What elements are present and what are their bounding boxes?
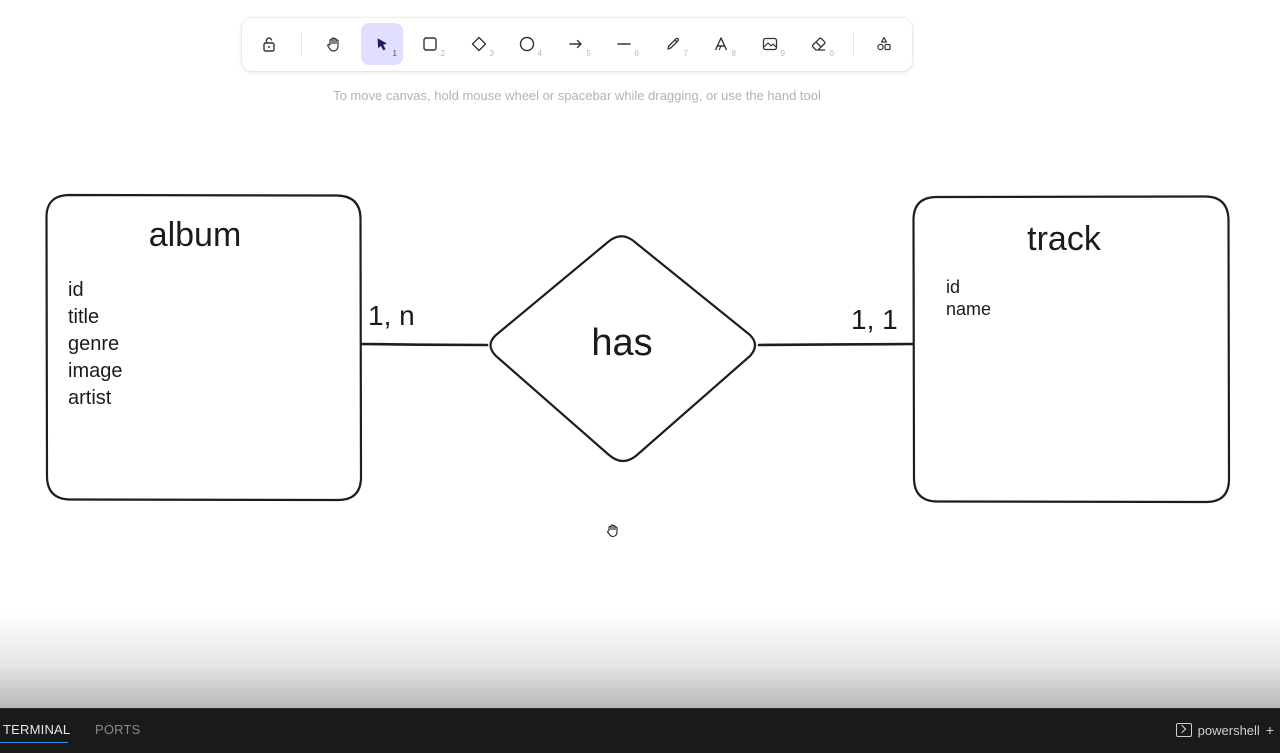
entity-title: track <box>1027 220 1102 258</box>
shortcut-key: 8 <box>731 49 736 58</box>
more-shapes-button[interactable] <box>863 23 905 65</box>
cardinality-right[interactable]: 1, 1 <box>851 304 898 335</box>
entity-track[interactable]: track id name <box>912 195 1231 504</box>
lock-tool-button[interactable] <box>248 23 290 65</box>
rectangle-icon <box>423 37 437 51</box>
entity-field: genre <box>68 333 119 355</box>
entity-field: id <box>68 279 84 301</box>
cardinality-left[interactable]: 1, n <box>368 300 415 331</box>
shortcut-key: 4 <box>537 49 542 58</box>
shortcut-key: 9 <box>780 49 785 58</box>
connector-line-right[interactable] <box>757 342 915 347</box>
shortcut-key: 6 <box>634 49 639 58</box>
entity-album[interactable]: album id title genre image artist <box>45 193 363 502</box>
text-icon <box>714 37 728 51</box>
entity-field: image <box>68 360 122 382</box>
add-icon[interactable]: + <box>1265 722 1274 738</box>
circle-icon <box>519 36 535 52</box>
image-icon <box>762 37 778 51</box>
terminal-profile[interactable]: powershell + <box>1175 722 1274 738</box>
shortcut-key: 3 <box>489 49 494 58</box>
terminal-shell-label: powershell <box>1197 722 1260 738</box>
draw-tool-button[interactable]: 7 <box>652 23 694 65</box>
entity-field: artist <box>68 387 112 409</box>
line-icon <box>617 43 631 45</box>
entity-field: name <box>946 299 991 319</box>
terminal-icon <box>1175 723 1192 737</box>
image-tool-button[interactable]: 9 <box>749 23 791 65</box>
active-tab-indicator <box>0 742 68 743</box>
arrow-right-icon <box>569 39 582 49</box>
entity-field: id <box>946 277 960 297</box>
shortcut-key: 5 <box>586 49 591 58</box>
tab-ports[interactable]: PORTS <box>95 722 141 737</box>
toolbar-divider <box>853 32 854 56</box>
toolbar-divider <box>301 32 302 56</box>
diamond-tool-button[interactable]: 3 <box>458 23 500 65</box>
entity-field: title <box>68 306 99 328</box>
shortcut-key: 1 <box>392 49 397 58</box>
ellipse-tool-button[interactable]: 4 <box>506 23 548 65</box>
hand-tool-button[interactable] <box>313 23 355 65</box>
shapes-icon <box>877 36 891 51</box>
hand-cursor-icon <box>607 524 618 538</box>
shape-toolbar: 1 2 3 4 5 6 7 <box>242 18 912 71</box>
eraser-tool-button[interactable]: 0 <box>798 23 840 65</box>
shortcut-key: 7 <box>683 49 688 58</box>
canvas-fade-overlay <box>0 612 1280 708</box>
rectangle-tool-button[interactable]: 2 <box>409 23 451 65</box>
diagram-canvas[interactable]: album id title genre image artist has tr… <box>0 0 1280 620</box>
selection-tool-button[interactable]: 1 <box>361 23 403 65</box>
shortcut-key: 2 <box>440 49 445 58</box>
diamond-icon <box>471 36 487 52</box>
tab-terminal[interactable]: TERMINAL <box>3 722 71 737</box>
relationship-label: has <box>591 322 652 364</box>
bottom-panel: TERMINAL PORTS powershell + <box>0 708 1280 753</box>
text-tool-button[interactable]: 8 <box>700 23 742 65</box>
lock-open-icon <box>263 37 275 52</box>
line-tool-button[interactable]: 6 <box>603 23 645 65</box>
canvas-hint: To move canvas, hold mouse wheel or spac… <box>333 88 821 103</box>
entity-title: album <box>149 216 242 254</box>
connector-line-left[interactable] <box>359 342 489 347</box>
hand-icon <box>327 37 339 52</box>
pencil-icon <box>667 37 680 50</box>
eraser-icon <box>811 37 826 51</box>
pointer-icon <box>377 38 387 51</box>
arrow-tool-button[interactable]: 5 <box>555 23 597 65</box>
shortcut-key: 0 <box>829 49 834 58</box>
relationship-has[interactable]: has <box>489 235 757 463</box>
